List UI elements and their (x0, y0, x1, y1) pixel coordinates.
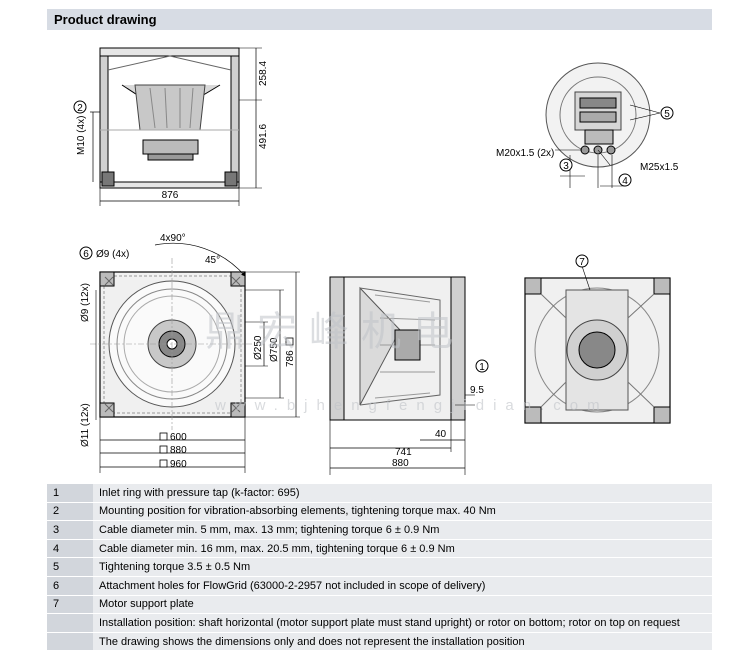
callout-1 (475, 359, 489, 373)
callout-6 (79, 246, 93, 260)
callout-5 (660, 106, 674, 120)
dim-741-label: 741 (395, 447, 412, 458)
height-lower-label: 491.6 (258, 124, 269, 149)
bolt-label: M10 (4x) (76, 116, 87, 155)
note-text: Motor support plate (93, 595, 712, 615)
back-view (524, 265, 671, 424)
callout-3 (559, 158, 573, 172)
callout-6-label: 6 (83, 249, 89, 260)
note-text: Attachment holes for FlowGrid (63000-2-2… (93, 576, 712, 596)
callout-4 (618, 173, 632, 187)
holes-lower-label: Ø11 (12x) (80, 403, 91, 447)
watermark-cn: 鼎宏峰机电 (205, 310, 465, 354)
callout-5-label: 5 (664, 109, 670, 120)
callout-2-label: 2 (77, 103, 83, 114)
dim-880-label: 880 (392, 458, 409, 469)
angle-label: 4x90° (160, 233, 186, 244)
callout-3-label: 3 (563, 161, 569, 172)
note-number: 3 (47, 520, 93, 540)
note-number (47, 632, 93, 652)
width-label: 876 (162, 190, 179, 201)
note-number: 7 (47, 595, 93, 615)
note-number: 6 (47, 576, 93, 596)
section-header: Product drawing (47, 9, 712, 30)
width-880-label: 880 (170, 445, 187, 456)
width-960-label: 960 (170, 459, 187, 470)
note-number: 2 (47, 502, 93, 522)
note-number: 4 (47, 539, 93, 559)
dim-40-label: 40 (435, 429, 447, 440)
cable-m20-label: M20x1.5 (2x) (496, 148, 554, 159)
motor-detail-view (545, 62, 661, 188)
watermark-url: www.bjhengfengjidian.com (214, 397, 609, 414)
angle-45-label: 45° (205, 255, 220, 266)
table-row: Installation position: shaft horizontal … (47, 613, 712, 633)
callout-1-label: 1 (479, 362, 485, 373)
note-text: Tightening torque 3.5 ± 0.5 Nm (93, 557, 712, 577)
product-drawing: 2 M10 (4x) 258.4 491.6 876 5 3 4 M20x1.5… (73, 47, 679, 475)
side-view (329, 276, 475, 475)
height-upper-label: 258.4 (258, 61, 269, 86)
holes-upper-label: Ø9 (12x) (80, 283, 91, 322)
callout-4-label: 4 (622, 176, 628, 187)
note-text: Installation position: shaft horizontal … (93, 613, 712, 633)
note-text: Cable diameter min. 16 mm, max. 20.5 mm,… (93, 539, 712, 559)
note-number: 1 (47, 484, 93, 503)
note-text: The drawing shows the dimensions only an… (93, 632, 712, 652)
note-text: Cable diameter min. 5 mm, max. 13 mm; ti… (93, 520, 712, 540)
table-row: The drawing shows the dimensions only an… (47, 632, 712, 652)
callout-7-label: 7 (579, 257, 585, 268)
note-number: 5 (47, 557, 93, 577)
callout-2 (73, 100, 87, 114)
dim-9-5-label: 9.5 (470, 385, 484, 396)
square-symbols (159, 337, 294, 468)
front-view (90, 242, 300, 473)
note-text: Inlet ring with pressure tap (k-factor: … (93, 484, 712, 503)
width-600-label: 600 (170, 432, 187, 443)
dia-750-label: Ø750 (269, 337, 280, 362)
section-title: Product drawing (54, 12, 157, 27)
note-text: Mounting position for vibration-absorbin… (93, 502, 712, 522)
hole-label: Ø9 (4x) (96, 249, 129, 260)
cable-m25-label: M25x1.5 (640, 162, 679, 173)
size-786-label: 786 (285, 350, 296, 367)
top-view (90, 47, 262, 206)
dia-250-label: Ø250 (253, 335, 264, 360)
callout-7 (575, 254, 589, 268)
note-number (47, 613, 93, 633)
